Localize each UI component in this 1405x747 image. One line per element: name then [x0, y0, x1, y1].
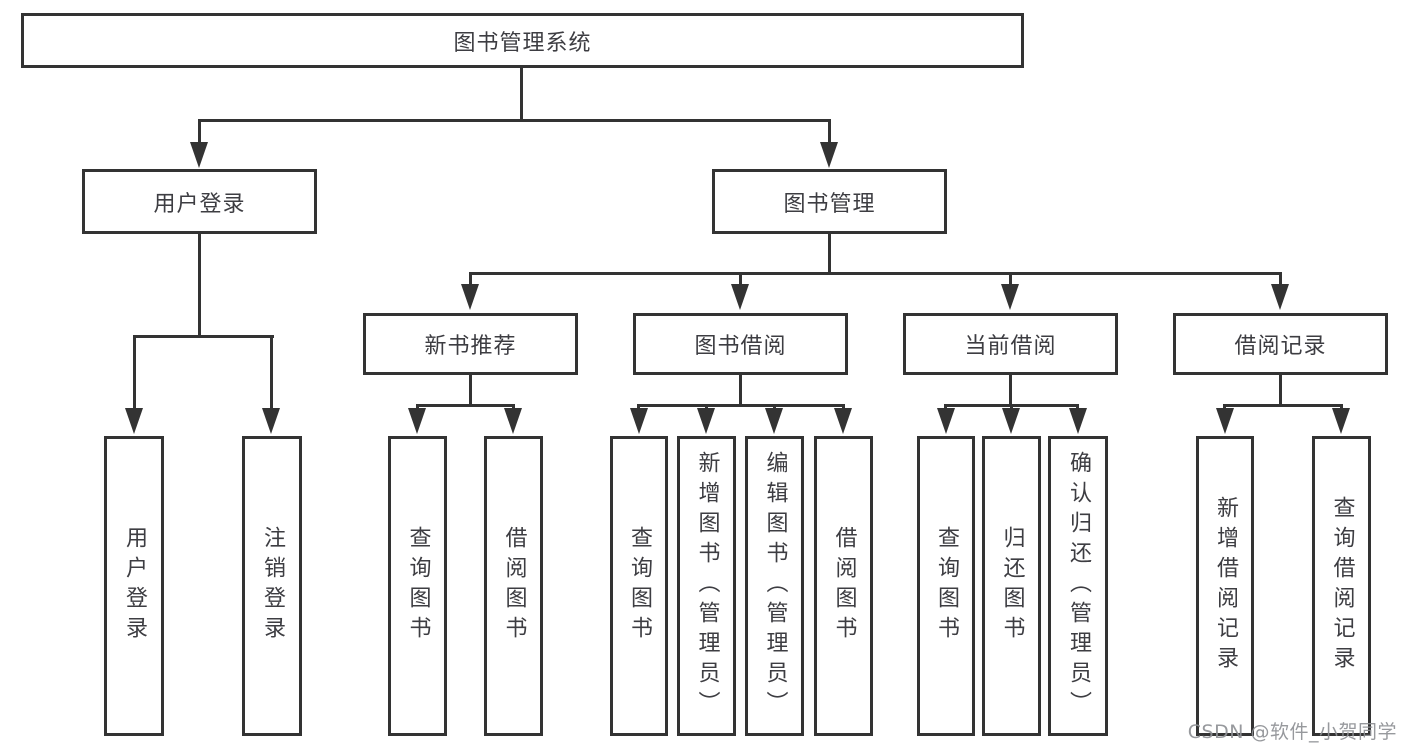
arrow-down-leaf	[937, 408, 955, 434]
edge-root-stem	[520, 67, 523, 121]
arrow-down-leaf	[1002, 408, 1020, 434]
leaf-query-borrow-record: 查询借阅记录	[1312, 436, 1371, 736]
edge-drop-book-management	[828, 119, 831, 144]
leaf-query-books-recommend: 查询图书	[388, 436, 447, 736]
node-borrow-records-label: 借阅记录	[1234, 334, 1327, 359]
edge-book-borrow-bar	[638, 404, 845, 407]
edge-new-book-recommend-bar	[416, 404, 515, 407]
edge-current-borrow-stem	[1009, 374, 1012, 407]
arrow-down-leaf	[504, 408, 522, 434]
edge-drop-borrow-records	[1279, 272, 1282, 286]
edge-borrow-records-bar	[1224, 404, 1343, 407]
arrow-down-leaf	[408, 408, 426, 434]
arrow-down-leaf	[834, 408, 852, 434]
leaf-label: 查询借阅记录	[1329, 496, 1355, 676]
edge-book-management-stem	[828, 232, 831, 275]
edge-drop-book-borrow	[739, 272, 742, 286]
node-borrow-records: 借阅记录	[1173, 313, 1388, 375]
arrow-down-leaf	[1332, 408, 1350, 434]
edge-level2-bar	[198, 119, 831, 122]
arrow-down-leaf	[630, 408, 648, 434]
leaf-query-books-borrow: 查询图书	[610, 436, 668, 736]
leaf-label: 借阅图书	[501, 526, 527, 646]
csdn-watermark: CSDN @软件_小贺同学	[1187, 721, 1397, 743]
arrow-down-current-borrow	[1001, 284, 1019, 310]
leaf-add-borrow-record: 新增借阅记录	[1196, 436, 1254, 736]
edge-level3-bar	[469, 272, 1281, 275]
node-root: 图书管理系统	[21, 13, 1024, 68]
arrow-down-book-management	[820, 142, 838, 168]
edge-user-login-bar	[133, 335, 274, 338]
node-new-book-recommend-label: 新书推荐	[424, 334, 517, 359]
edge-drop-leaf-user-login	[133, 335, 136, 408]
arrow-down-leaf-user-login	[125, 408, 143, 434]
edge-drop-new-book-recommend	[469, 272, 472, 286]
edge-drop-user-login	[198, 119, 201, 144]
leaf-label: 借阅图书	[831, 526, 857, 646]
leaf-logout: 注销登录	[242, 436, 302, 736]
edge-drop-current-borrow	[1009, 272, 1012, 286]
node-user-login-label: 用户登录	[153, 191, 246, 217]
arrow-down-leaf	[1216, 408, 1234, 434]
leaf-edit-book-admin: 编辑图书（管理员）	[745, 436, 804, 736]
arrow-down-borrow-records	[1271, 284, 1289, 310]
edge-user-login-stem	[198, 234, 201, 338]
node-book-borrow: 图书借阅	[633, 313, 848, 375]
leaf-label: 编辑图书（管理员）	[762, 451, 788, 721]
leaf-label: 注销登录	[260, 526, 285, 646]
leaf-confirm-return-admin: 确认归还（管理员）	[1048, 436, 1108, 736]
arrow-down-leaf	[697, 408, 715, 434]
arrow-down-user-login	[190, 142, 208, 168]
leaf-label: 新增借阅记录	[1213, 496, 1238, 676]
arrow-down-leaf	[1069, 408, 1087, 434]
node-current-borrow: 当前借阅	[903, 313, 1118, 375]
edge-book-borrow-stem	[739, 374, 742, 407]
leaf-label: 查询图书	[934, 526, 959, 646]
leaf-label: 确认归还（管理员）	[1066, 451, 1091, 721]
node-book-management-label: 图书管理	[783, 191, 876, 217]
edge-drop-leaf-logout	[270, 335, 273, 408]
leaf-label: 查询图书	[627, 526, 652, 646]
node-user-login: 用户登录	[82, 169, 317, 234]
node-book-borrow-label: 图书借阅	[694, 334, 787, 359]
leaf-return-books: 归还图书	[982, 436, 1041, 736]
leaf-borrow-books: 借阅图书	[814, 436, 873, 736]
leaf-add-book-admin: 新增图书（管理员）	[677, 436, 736, 736]
leaf-borrow-books-recommend: 借阅图书	[484, 436, 543, 736]
node-root-label: 图书管理系统	[453, 30, 592, 56]
arrow-down-new-book-recommend	[461, 284, 479, 310]
edge-borrow-records-stem	[1279, 374, 1282, 407]
node-new-book-recommend: 新书推荐	[363, 313, 578, 375]
arrow-down-book-borrow	[731, 284, 749, 310]
leaf-label: 归还图书	[999, 526, 1025, 646]
leaf-label: 用户登录	[122, 526, 147, 646]
leaf-query-books-current: 查询图书	[917, 436, 975, 736]
leaf-label: 新增图书（管理员）	[694, 451, 720, 721]
leaf-label: 查询图书	[405, 526, 431, 646]
edge-new-book-recommend-stem	[469, 374, 472, 407]
arrow-down-leaf	[765, 408, 783, 434]
node-book-management: 图书管理	[712, 169, 947, 234]
arrow-down-leaf-logout	[262, 408, 280, 434]
leaf-user-login: 用户登录	[104, 436, 164, 736]
node-current-borrow-label: 当前借阅	[964, 334, 1057, 359]
